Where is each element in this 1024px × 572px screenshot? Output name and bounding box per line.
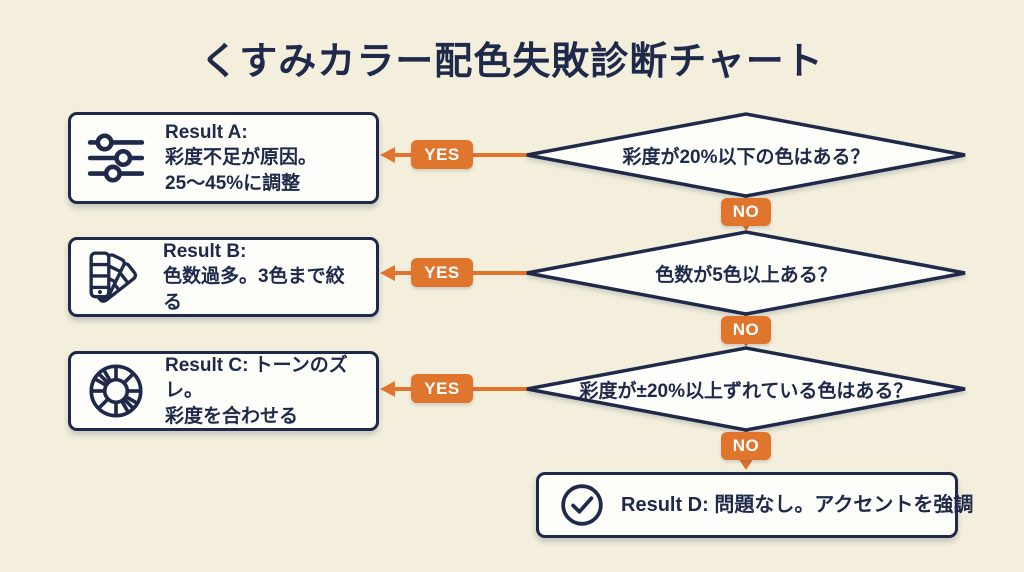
decision-diamond-2: 色数が5色以上ある？ <box>526 230 966 316</box>
result-box-d: Result D: 問題なし。アクセントを強調 <box>536 472 973 538</box>
decision-3-question: 彩度が±20%以上ずれている色はある？ <box>579 380 913 402</box>
result-b-text: Result B: 色数過多。3色まで絞る <box>163 240 345 313</box>
no-badge-3: NO <box>721 432 771 460</box>
result-box-c: Result C: トーンのズレ。 彩度を合わせる <box>68 351 379 431</box>
decision-diamond-3: 彩度が±20%以上ずれている色はある？ <box>526 346 966 432</box>
swatch-fan-icon <box>87 249 143 305</box>
decision-1-question: 彩度が20%以下の色はある？ <box>622 146 870 168</box>
yes-badge-1: YES <box>411 140 473 169</box>
no-badge-1: NO <box>721 198 771 226</box>
yes-badge-3: YES <box>411 374 473 403</box>
decision-diamond-1: 彩度が20%以下の色はある？ <box>526 112 966 198</box>
result-box-a: Result A: 彩度不足が原因。 25〜45%に調整 <box>68 112 379 204</box>
no-badge-2: NO <box>721 316 771 344</box>
result-d-text: Result D: 問題なし。アクセントを強調 <box>621 493 974 516</box>
sliders-icon <box>87 133 145 183</box>
result-a-text: Result A: 彩度不足が原因。 25〜45%に調整 <box>165 121 318 194</box>
check-circle-icon <box>559 482 605 528</box>
decision-2-question: 色数が5色以上ある？ <box>655 264 837 286</box>
result-c-text: Result C: トーンのズレ。 彩度を合わせる <box>165 354 348 427</box>
result-box-b: Result B: 色数過多。3色まで絞る <box>68 237 379 317</box>
page-title: くすみカラー配色失敗診断チャート <box>200 41 824 83</box>
yes-badge-2: YES <box>411 258 473 287</box>
color-wheel-icon <box>87 362 145 420</box>
